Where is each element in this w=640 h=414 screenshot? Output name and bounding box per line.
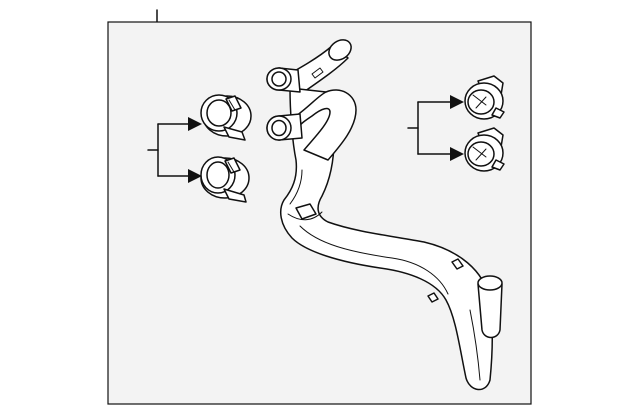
right-callout-arrow-lower	[450, 147, 464, 161]
right-callout-arrow-upper	[450, 95, 464, 109]
left-callout-arrow-lower	[188, 169, 202, 183]
left-callout-arrow-upper	[188, 117, 202, 131]
hose-clamp-left-upper	[200, 94, 252, 141]
right-callout-bracket	[407, 101, 451, 155]
hose-clamp-left-lower	[200, 156, 250, 203]
hose-clamp-right-lower	[464, 127, 505, 172]
hose-clamp-right-upper	[464, 75, 505, 120]
left-callout-bracket	[147, 123, 191, 177]
coolant-hose-assembly	[266, 39, 503, 391]
